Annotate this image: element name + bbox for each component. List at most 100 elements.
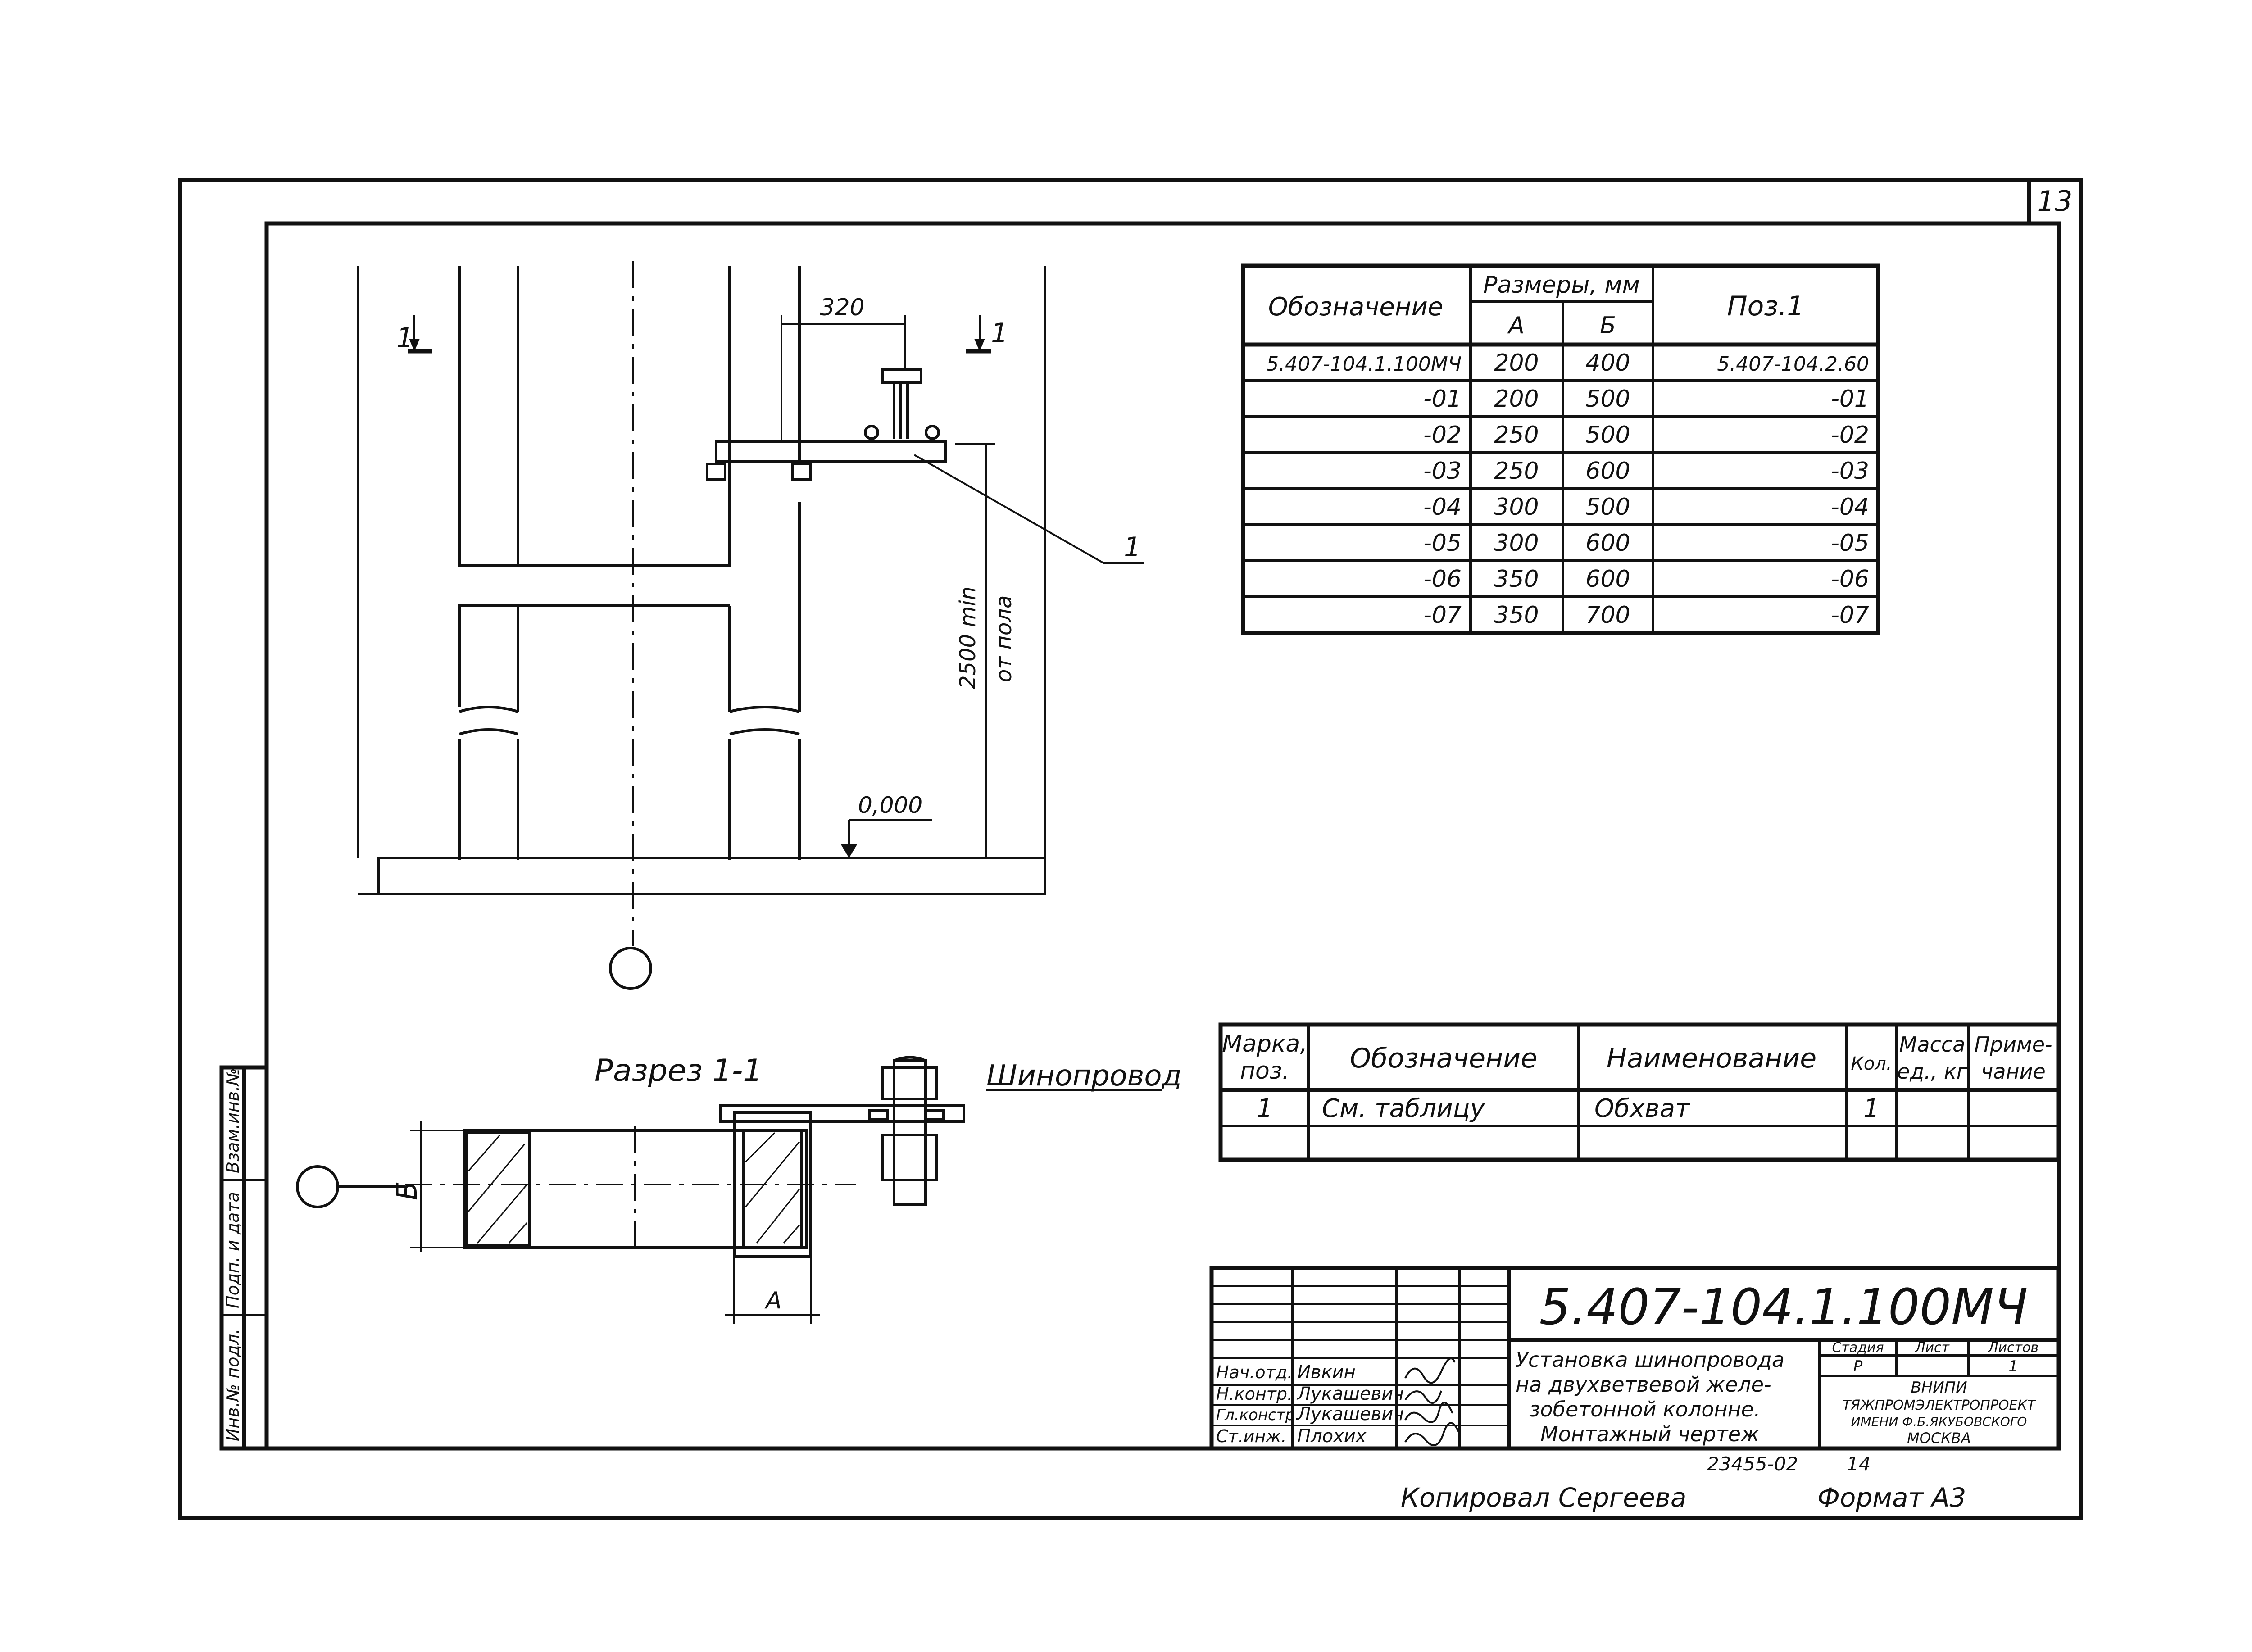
signature-4 — [1404, 1422, 1460, 1446]
sheets-value: 1 — [2008, 1357, 2018, 1375]
level-mark: 0,000 — [858, 792, 922, 818]
copied-by: Копировал Сергеева — [1401, 1482, 1686, 1513]
side-stamp: Инв.№ подл. Подп. и дата Взам.инв.№ — [219, 1065, 269, 1451]
sheet-frame: 13 — [178, 178, 2083, 1520]
staff-name-4: Плохих — [1297, 1426, 1367, 1447]
spec-header-name: Наименование — [1607, 1043, 1816, 1074]
size-cell-designation: -07 — [1423, 602, 1462, 629]
section-mark-left: 1 — [396, 322, 413, 354]
size-cell-designation: -05 — [1423, 530, 1462, 557]
staff-name-2: Лукашевич — [1296, 1384, 1404, 1404]
spec-row-designation: См. таблицу — [1322, 1094, 1485, 1123]
title-block: 5.407-104.1.100МЧ Нач.отд. Ивкин Н.контр… — [1209, 1266, 2061, 1451]
height-note-line2: от пола — [991, 595, 1017, 682]
size-cell-b: 500 — [1585, 422, 1630, 449]
size-cell-pos: -06 — [1831, 566, 1869, 593]
size-cell-a: 300 — [1494, 494, 1539, 521]
section-view: Разрез 1-1 Шинопровод Б — [296, 1053, 1182, 1324]
format-label: Формат А3 — [1817, 1482, 1966, 1513]
description-line2: на двухветвевой желе- — [1516, 1372, 1771, 1397]
size-cell-designation: -02 — [1423, 422, 1462, 449]
org-line1: ВНИПИ — [1911, 1379, 1967, 1397]
spec-header-designation: Обозначение — [1350, 1043, 1537, 1074]
size-cell-a: 300 — [1494, 530, 1539, 557]
staff-role-2: Н.контр. — [1216, 1384, 1293, 1404]
size-cell-designation: -01 — [1423, 386, 1462, 413]
size-cell-designation: -06 — [1423, 566, 1462, 593]
size-cell-b: 600 — [1585, 566, 1630, 593]
size-cell-pos: -03 — [1831, 458, 1869, 485]
spec-header-mark-1: Марка, — [1222, 1030, 1308, 1057]
size-cell-a: 200 — [1494, 349, 1539, 377]
size-cell-designation: 5.407-104.1.100МЧ — [1266, 353, 1462, 376]
dim-b: Б — [390, 1181, 423, 1200]
description-line3: зобетонной колонне. — [1529, 1397, 1761, 1421]
staff-role-1: Нач.отд. — [1216, 1362, 1293, 1382]
size-cell-b: 400 — [1585, 349, 1630, 377]
column-elevation: 320 1 1 1 2500 min от пола 0,000 — [357, 261, 1144, 990]
size-table-header-pos: Поз.1 — [1727, 290, 1804, 322]
size-cell-pos: -05 — [1831, 530, 1869, 557]
stage-value: Р — [1853, 1357, 1863, 1375]
staff-role-3: Гл.констр. — [1216, 1406, 1300, 1424]
size-cell-b: 600 — [1585, 458, 1630, 485]
spec-table: Марка, поз. Обозначение Наименование Кол… — [1218, 1022, 2061, 1162]
spec-header-mass-2: ед., кг — [1897, 1059, 1968, 1084]
staff-name-1: Ивкин — [1297, 1362, 1356, 1383]
order-sheet: 14 — [1847, 1453, 1871, 1475]
dim-a: А — [764, 1287, 782, 1314]
description-line4: Монтажный чертеж — [1540, 1422, 1760, 1446]
size-cell-pos: -04 — [1831, 494, 1869, 521]
order-number: 23455-02 — [1707, 1453, 1798, 1475]
signature-2 — [1404, 1390, 1442, 1404]
spec-header-qty: Кол. — [1851, 1053, 1892, 1074]
section-title: Разрез 1-1 — [595, 1053, 763, 1089]
size-table-rows: 5.407-104.1.100МЧ 200 400 5.407-104.2.60 -01… — [1243, 349, 1878, 629]
size-table-header-designation: Обозначение — [1268, 292, 1444, 322]
staff-role-4: Ст.инж. — [1216, 1426, 1287, 1446]
size-cell-designation: -04 — [1423, 494, 1462, 521]
size-cell-pos: -01 — [1831, 386, 1869, 413]
axis-marker-section — [296, 1165, 339, 1208]
page-number: 13 — [2037, 185, 2073, 218]
spec-header-note-1: Приме- — [1974, 1032, 2052, 1057]
position-label: 1 — [1124, 531, 1141, 563]
side-stamp-col1: Инв.№ подл. — [223, 1329, 243, 1441]
height-note-line1: 2500 min — [955, 586, 981, 689]
size-table-header-sizes: Размеры, мм — [1483, 272, 1640, 299]
size-cell-b: 600 — [1585, 530, 1630, 557]
dim-offset: 320 — [820, 294, 864, 321]
size-cell-b: 500 — [1585, 494, 1630, 521]
axis-marker — [609, 947, 652, 990]
size-table-header-b: Б — [1600, 312, 1616, 339]
staff-name-3: Лукашевич — [1296, 1404, 1404, 1425]
document-code: 5.407-104.1.100МЧ — [1539, 1278, 2028, 1336]
size-cell-pos: 5.407-104.2.60 — [1717, 353, 1869, 376]
size-table-header-a: А — [1507, 312, 1525, 339]
size-cell-pos: -02 — [1831, 422, 1869, 449]
org-line3: ИМЕНИ Ф.Б.ЯКУБОВСКОГО — [1851, 1414, 2027, 1429]
size-table: Обозначение Размеры, мм А Б Поз.1 5.407-… — [1241, 263, 1880, 635]
size-cell-b: 700 — [1585, 602, 1630, 629]
side-stamp-col3: Взам.инв.№ — [223, 1068, 243, 1173]
section-mark-right: 1 — [991, 318, 1008, 349]
signature-3 — [1404, 1402, 1453, 1423]
size-cell-a: 250 — [1494, 422, 1539, 449]
org-line2: ТЯЖПРОМЭЛЕКТРОПРОЕКТ — [1843, 1398, 2037, 1413]
spec-row-name: Обхват — [1594, 1094, 1690, 1123]
spec-row-qty: 1 — [1863, 1094, 1880, 1123]
spec-header-mark-2: поз. — [1240, 1057, 1289, 1085]
description-line1: Установка шинопровода — [1516, 1348, 1784, 1372]
size-cell-a: 250 — [1494, 458, 1539, 485]
size-cell-designation: -03 — [1423, 458, 1462, 485]
sheets-label: Листов — [1988, 1340, 2039, 1356]
stage-label: Стадия — [1832, 1340, 1884, 1356]
size-cell-pos: -07 — [1831, 602, 1869, 629]
size-cell-a: 350 — [1494, 602, 1539, 629]
signature-1 — [1404, 1357, 1456, 1384]
size-cell-a: 350 — [1494, 566, 1539, 593]
spec-header-mass-1: Масса — [1899, 1032, 1966, 1057]
busbar-label: Шинопровод — [986, 1059, 1182, 1093]
sheet-label: Лист — [1915, 1340, 1950, 1356]
